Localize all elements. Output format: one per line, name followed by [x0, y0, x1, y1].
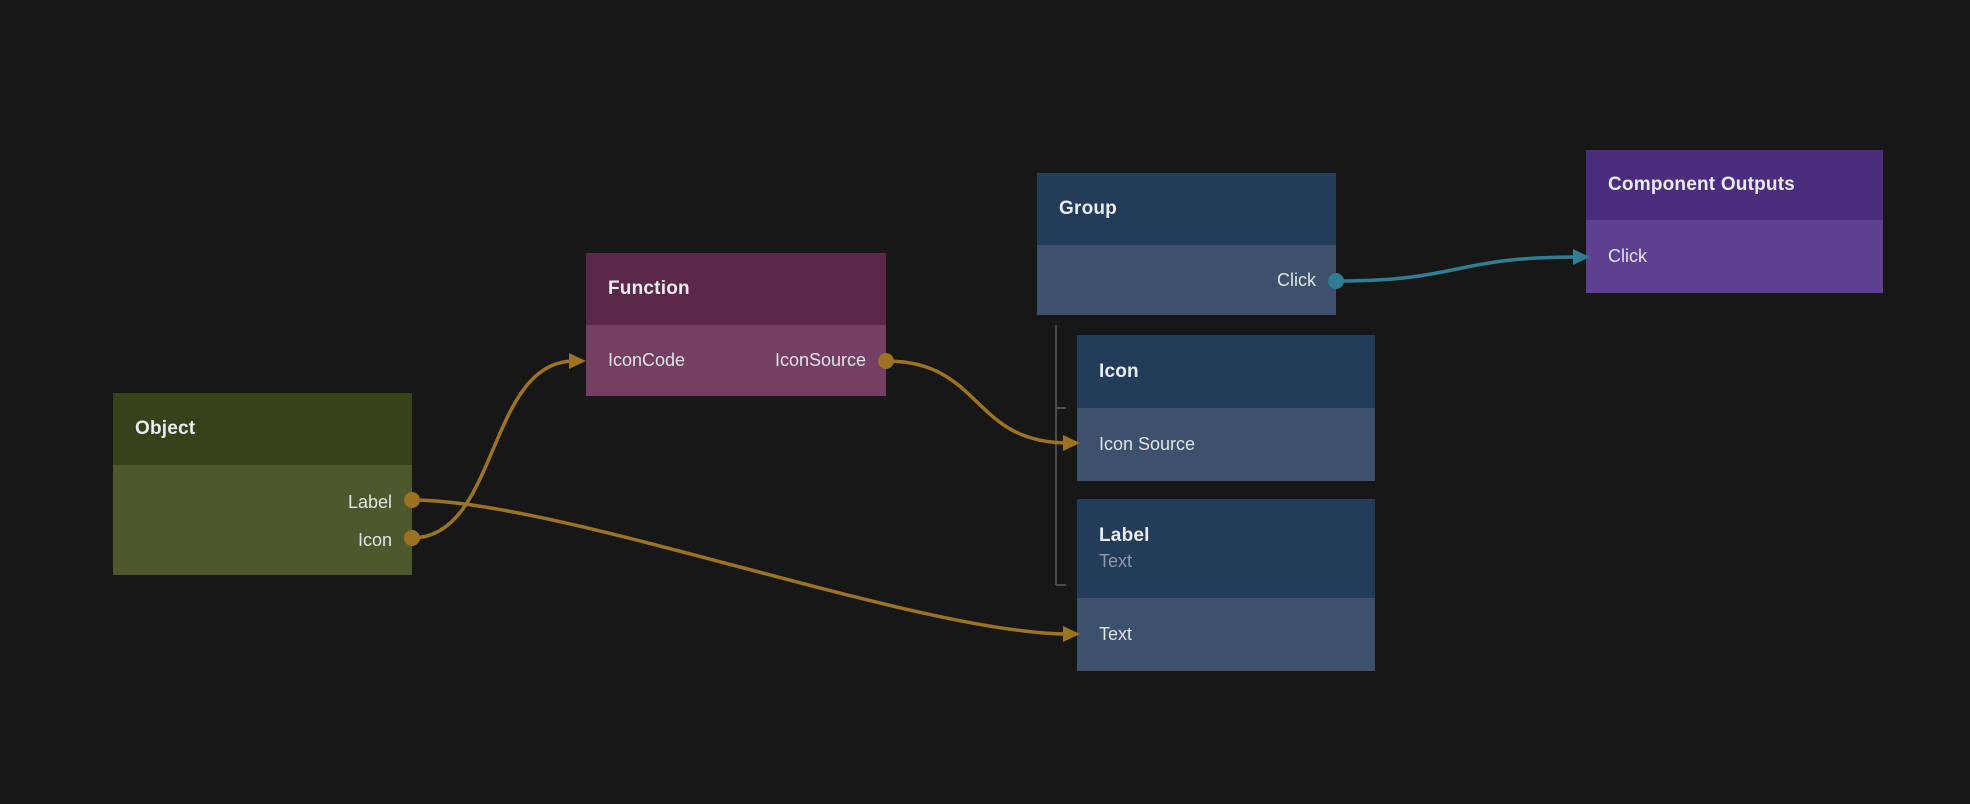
node-component-outputs[interactable]: Component Outputs Click: [1586, 150, 1883, 293]
node-group-header: Group: [1037, 173, 1336, 245]
arrowhead-icon-object-icon-to-function-iconcode: [569, 353, 586, 369]
node-icon-body: Icon Source: [1077, 408, 1375, 481]
port-function-iconcode-input[interactable]: IconCode: [608, 350, 686, 370]
wire-group-click-to-componentoutputs-click[interactable]: [1335, 255, 1579, 283]
port-label-text-input[interactable]: Text: [1099, 624, 1133, 644]
node-function-title: Function: [608, 278, 690, 299]
node-object-body: Label Icon: [113, 465, 412, 575]
node-function[interactable]: Function IconCode IconSource: [586, 253, 886, 396]
node-group[interactable]: Group Click: [1037, 173, 1336, 315]
node-component-outputs-header: Component Outputs: [1586, 150, 1883, 220]
node-label-body: Text: [1077, 598, 1375, 671]
node-component-outputs-title: Component Outputs: [1608, 174, 1796, 195]
node-label-subtitle: Text: [1099, 551, 1133, 571]
node-icon-title: Icon: [1099, 360, 1139, 382]
group-children-bracket: [1055, 325, 1066, 586]
port-group-click-output[interactable]: Click: [1277, 269, 1316, 290]
node-object[interactable]: Object Label Icon: [113, 393, 412, 575]
node-object-header: Object: [113, 393, 412, 465]
node-group-body: Click: [1037, 245, 1336, 315]
node-icon[interactable]: Icon Icon Source: [1077, 335, 1375, 481]
node-label-header: Label Text: [1077, 499, 1375, 598]
port-object-icon-output[interactable]: Icon: [357, 529, 392, 550]
port-icon-iconsource-input[interactable]: Icon Source: [1099, 434, 1196, 454]
node-group-title: Group: [1059, 198, 1117, 219]
node-label[interactable]: Label Text Text: [1077, 499, 1375, 671]
port-componentoutputs-click-input[interactable]: Click: [1608, 246, 1647, 266]
node-component-outputs-body: Click: [1586, 220, 1883, 293]
node-icon-header: Icon: [1077, 335, 1375, 408]
node-function-body: IconCode IconSource: [586, 325, 886, 396]
node-object-title: Object: [135, 418, 196, 439]
port-function-iconsource-output[interactable]: IconSource: [774, 350, 866, 370]
port-object-label-output[interactable]: Label: [347, 491, 392, 512]
node-label-title: Label: [1099, 525, 1150, 546]
node-function-header: Function: [586, 253, 886, 325]
wire-object-label-to-label-text[interactable]: [411, 498, 1069, 636]
wire-function-iconsource-to-icon-iconsource[interactable]: [885, 359, 1069, 445]
wire-object-icon-to-function-iconcode[interactable]: [411, 359, 575, 540]
